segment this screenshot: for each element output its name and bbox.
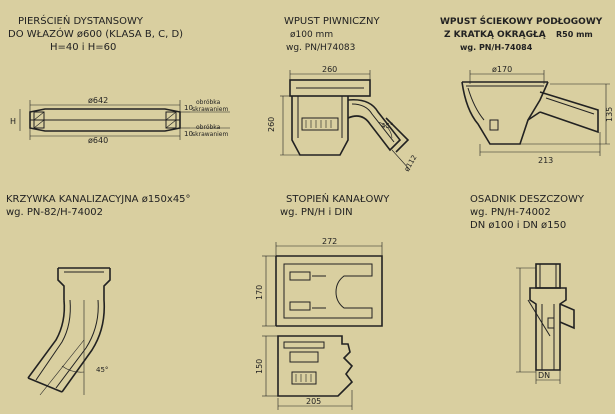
- basement-inlet-panel: WPUST PIWNICZNY ø100 mm wg. PN/H74083: [267, 16, 419, 173]
- step-dim-height: 170: [255, 285, 264, 300]
- basement-inlet-title: WPUST PIWNICZNY: [284, 16, 380, 27]
- elbow-panel: KRZYWKA KANALIZACYJNA ø150x45° wg. PN-82…: [6, 194, 191, 396]
- floor-drain-dim-top: ø170: [492, 65, 512, 74]
- floor-drain-standard: wg. PN/H-74084: [460, 43, 533, 52]
- step-dim-height-2: 150: [255, 359, 264, 374]
- elbow-title: KRZYWKA KANALIZACYJNA ø150x45°: [6, 194, 191, 205]
- floor-drain-dim-height: 135: [605, 107, 614, 122]
- rain-trap-standard: wg. PN/H-74002: [470, 207, 551, 218]
- spacer-ring-note-top-value: 10: [184, 104, 193, 112]
- step-dim-width: 272: [322, 237, 337, 246]
- elbow-drawing: [27, 267, 111, 396]
- spacer-ring-note-bottom-2: skrawaniem: [192, 131, 228, 138]
- basement-inlet-dim-pipe: ø112: [403, 154, 419, 173]
- rain-trap-drawing: [516, 263, 575, 384]
- spacer-ring-height: H=40 i H=60: [50, 42, 116, 53]
- rain-trap-dim-dn: DN: [538, 371, 550, 380]
- spacer-ring-note-bottom-1: obróbka: [196, 124, 221, 131]
- spacer-ring-dim-h: H: [10, 117, 16, 126]
- floor-drain-dim-bottom: 213: [538, 156, 553, 165]
- spacer-ring-note-top-2: skrawaniem: [192, 106, 228, 113]
- step-front-view: [262, 335, 354, 410]
- spacer-ring-drawing: [19, 100, 230, 140]
- floor-drain-drawing: [461, 70, 610, 156]
- step-top-view: [262, 242, 383, 327]
- step-panel: STOPIEŃ KANAŁOWY wg. PN/H i DIN: [255, 192, 390, 410]
- spacer-ring-note-bottom-value: 10: [184, 130, 193, 138]
- basement-inlet-dim-width: 260: [322, 65, 337, 74]
- floor-drain-grate: Z KRATKĄ OKRĄGŁĄ: [444, 30, 546, 40]
- rain-trap-panel: OSADNIK DESZCZOWY wg. PN/H-74002 DN ø100…: [470, 194, 585, 384]
- floor-drain-radius: R50 mm: [556, 30, 593, 39]
- elbow-dim-angle: 45°: [96, 366, 108, 374]
- basement-inlet-dim-height: 260: [267, 117, 276, 132]
- step-standard: wg. PN/H i DIN: [280, 207, 353, 218]
- floor-drain-title: WPUST ŚCIEKOWY PODŁOGOWY: [440, 15, 603, 27]
- elbow-standard: wg. PN-82/H-74002: [6, 207, 103, 218]
- spacer-ring-dim-top: ø642: [88, 96, 108, 105]
- spacer-ring-note-top-1: obróbka: [196, 99, 221, 106]
- basement-inlet-dim-angle: 45°: [381, 122, 393, 130]
- rain-trap-sizes: DN ø100 i DN ø150: [470, 220, 566, 231]
- spacer-ring-subtitle: DO WŁAZÓW ø600 (KLASA B, C, D): [8, 27, 183, 40]
- basement-inlet-size: ø100 mm: [290, 30, 333, 40]
- spacer-ring-dim-bottom: ø640: [88, 136, 108, 145]
- step-title: STOPIEŃ KANAŁOWY: [286, 192, 390, 205]
- step-dim-bottom: 205: [306, 397, 321, 406]
- floor-drain-panel: WPUST ŚCIEKOWY PODŁOGOWY Z KRATKĄ OKRĄGŁ…: [440, 15, 614, 165]
- spacer-ring-panel: PIERŚCIEŃ DYSTANSOWY DO WŁAZÓW ø600 (KLA…: [8, 14, 230, 145]
- rain-trap-title: OSADNIK DESZCZOWY: [470, 194, 585, 205]
- basement-inlet-drawing: [280, 70, 411, 171]
- spacer-ring-title: PIERŚCIEŃ DYSTANSOWY: [18, 14, 144, 27]
- basement-inlet-standard: wg. PN/H74083: [286, 43, 355, 53]
